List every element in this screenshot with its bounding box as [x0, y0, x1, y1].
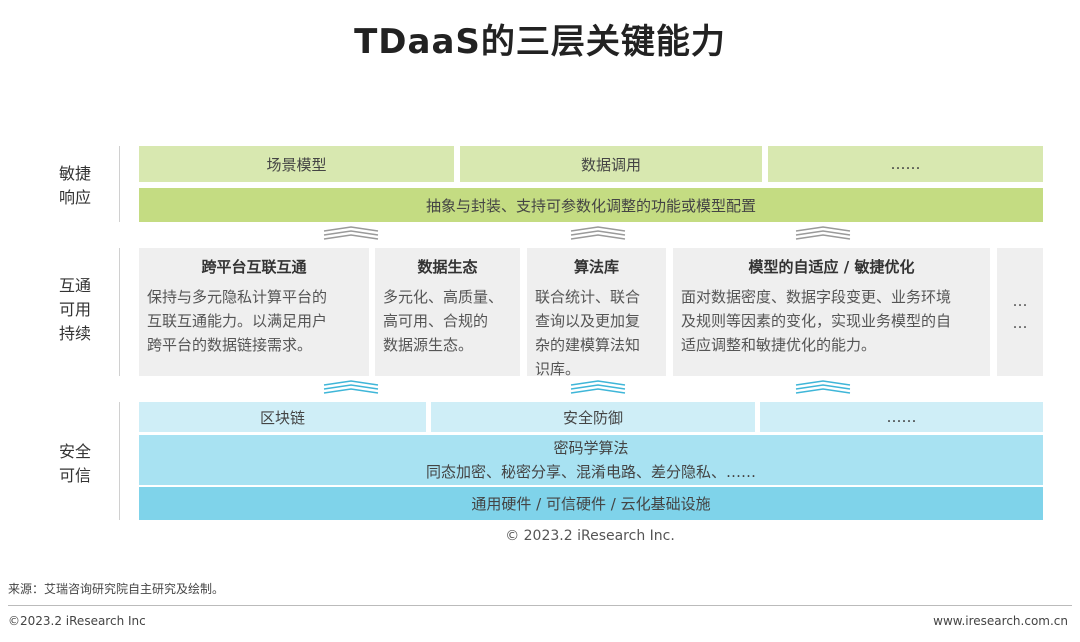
capability-desc: 面对数据密度、数据字段变更、业务环境 及规则等因素的变化，实现业务模型的自 适应… [681, 285, 982, 357]
capability-desc-line: 识库。 [535, 360, 581, 378]
separator-agile [119, 146, 120, 222]
capability-desc-line: 多元化、高质量、 [383, 288, 504, 306]
capability-desc-line: 适应调整和敏捷优化的能力。 [681, 336, 877, 354]
capability-desc-line: 杂的建模算法知 [535, 336, 641, 354]
capability-box-model-adaptive: 模型的自适应 / 敏捷优化 面对数据密度、数据字段变更、业务环境 及规则等因素的… [673, 248, 990, 376]
up-chevron-icon [795, 226, 851, 240]
capability-box-data-ecosystem: 数据生态 多元化、高质量、 高可用、合规的 数据源生态。 [375, 248, 520, 376]
up-chevron-icon [323, 226, 379, 240]
up-chevron-icon [323, 380, 379, 394]
capability-desc-line: 跨平台的数据链接需求。 [147, 336, 313, 354]
label-interop-line-1: 互通 [58, 276, 91, 295]
diagram-copyright: © 2023.2 iResearch Inc. [505, 528, 675, 544]
infrastructure-bar: 通用硬件 / 可信硬件 / 云化基础设施 [139, 487, 1043, 520]
label-security-line-2: 可信 [58, 466, 91, 485]
capability-desc-line: 查询以及更加复 [535, 312, 641, 330]
up-chevron-icon [570, 226, 626, 240]
agile-cell-data-call: 数据调用 [460, 146, 762, 182]
crypto-title: 密码学算法 [553, 439, 629, 457]
separator-interop [119, 248, 120, 376]
capability-desc: 联合统计、联合 查询以及更加复 杂的建模算法知 识库。 [535, 285, 658, 381]
agile-cell-more: …… [768, 146, 1043, 182]
capability-title: 数据生态 [417, 258, 478, 276]
up-chevron-icon [795, 380, 851, 394]
footer-website: www.iresearch.com.cn [933, 614, 1068, 628]
capability-desc: 多元化、高质量、 高可用、合规的 数据源生态。 [383, 285, 512, 357]
capability-title: 跨平台互联互通 [201, 258, 307, 276]
source-note: 来源：艾瑞咨询研究院自主研究及绘制。 [8, 582, 225, 596]
label-security: 安全 可信 [40, 440, 110, 488]
security-cell-defense: 安全防御 [431, 402, 755, 432]
page-title: TDaaS的三层关键能力 [354, 22, 726, 62]
label-interop-line-3: 持续 [58, 324, 91, 343]
capability-title: 算法库 [573, 258, 619, 276]
label-interop: 互通 可用 持续 [40, 274, 110, 346]
footer-copyright: ©2023.2 iResearch Inc [8, 614, 146, 628]
label-security-line-1: 安全 [58, 442, 91, 461]
label-interop-line-2: 可用 [58, 300, 91, 319]
more-ellipsis: … [1012, 292, 1028, 310]
capability-desc-line: 及规则等因素的变化，实现业务模型的自 [681, 312, 952, 330]
footer-divider [8, 605, 1072, 606]
agile-bar: 抽象与封装、支持可参数化调整的功能或模型配置 [139, 188, 1043, 222]
capability-box-cross-platform: 跨平台互联互通 保持与多元隐私计算平台的 互联互通能力。以满足用户 跨平台的数据… [139, 248, 369, 376]
capability-desc: 保持与多元隐私计算平台的 互联互通能力。以满足用户 跨平台的数据链接需求。 [147, 285, 361, 357]
agile-cell-scene-model: 场景模型 [139, 146, 454, 182]
capability-box-algorithm-library: 算法库 联合统计、联合 查询以及更加复 杂的建模算法知 识库。 [527, 248, 666, 378]
label-agile: 敏捷 响应 [40, 162, 110, 210]
separator-security [119, 402, 120, 520]
up-chevron-icon [570, 380, 626, 394]
security-cell-blockchain: 区块链 [139, 402, 426, 432]
crypto-algorithms-bar: 密码学算法 同态加密、秘密分享、混淆电路、差分隐私、…… [139, 435, 1043, 485]
capability-desc-line: 面对数据密度、数据字段变更、业务环境 [681, 288, 952, 306]
label-agile-line-1: 敏捷 [58, 164, 91, 183]
security-cell-more: …… [760, 402, 1043, 432]
capability-desc-line: 数据源生态。 [383, 336, 474, 354]
label-agile-line-2: 响应 [58, 188, 91, 207]
capability-title: 模型的自适应 / 敏捷优化 [748, 258, 915, 276]
capability-desc-line: 互联互通能力。以满足用户 [147, 312, 328, 330]
capability-desc-line: 高可用、合规的 [383, 312, 489, 330]
capability-box-more: … … [997, 248, 1043, 376]
capability-desc-line: 保持与多元隐私计算平台的 [147, 288, 328, 306]
capability-desc-line: 联合统计、联合 [535, 288, 641, 306]
more-ellipsis: … [1012, 314, 1028, 332]
crypto-items: 同态加密、秘密分享、混淆电路、差分隐私、…… [425, 463, 756, 481]
